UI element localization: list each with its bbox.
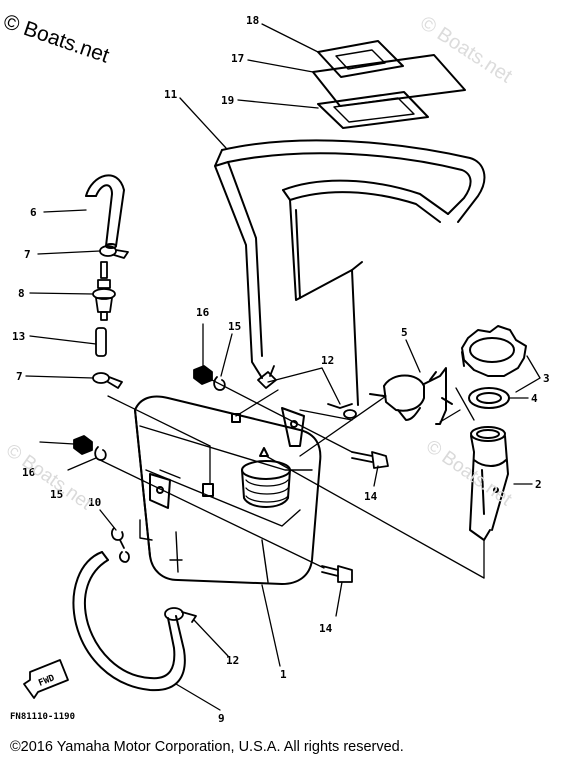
callout-11: 11	[164, 88, 178, 101]
bolt-14-upper[interactable]	[351, 451, 389, 469]
hose-clip-7-upper[interactable]	[99, 245, 129, 259]
callout-18: 18	[246, 14, 259, 27]
hose-clamp-12-upper[interactable]	[327, 403, 357, 419]
callout-8: 8	[18, 287, 25, 300]
hose-clip-7-lower[interactable]	[92, 372, 123, 389]
callout-1: 1	[280, 668, 287, 681]
check-valve-8[interactable]	[92, 261, 116, 321]
callout-6: 6	[30, 206, 37, 219]
copyright-notice: ©2016 Yamaha Motor Corporation, U.S.A. A…	[10, 739, 404, 755]
forward-arrow-icon: FWD	[23, 659, 69, 699]
grommet-15-lower[interactable]	[94, 446, 107, 461]
callout-labels: 18 17 19 11 6 7 8 13 7 16 15 12 5 3 4 2 …	[12, 14, 550, 725]
callout-14-upper: 14	[364, 490, 378, 503]
callout-16-upper: 16	[196, 306, 210, 319]
callout-7-lower: 7	[16, 370, 23, 383]
cap-gasket-4[interactable]	[468, 387, 510, 409]
nut-16-upper[interactable]	[193, 365, 213, 385]
callout-10: 10	[88, 496, 101, 509]
callout-15-upper: 15	[228, 320, 241, 333]
callout-2: 2	[535, 478, 542, 491]
leader-lines	[25, 23, 541, 711]
callout-9: 9	[218, 712, 225, 725]
vent-hose-6[interactable]	[85, 174, 125, 249]
clip-10[interactable]	[111, 527, 130, 563]
callout-17: 17	[231, 52, 244, 65]
pad-18[interactable]	[317, 40, 404, 78]
callout-15-lower: 15	[50, 488, 63, 501]
filler-neck-2[interactable]	[469, 426, 509, 541]
tank-band-11[interactable]	[214, 139, 486, 406]
callout-12-lower: 12	[226, 654, 239, 667]
callout-12-upper: 12	[321, 354, 334, 367]
tube-13[interactable]	[95, 327, 107, 357]
callout-13: 13	[12, 330, 25, 343]
callout-16-lower: 16	[22, 466, 36, 479]
pad-17[interactable]	[312, 54, 466, 107]
callout-4: 4	[531, 392, 538, 405]
callout-5: 5	[401, 326, 408, 339]
filler-cap-3[interactable]	[461, 325, 527, 377]
callout-3: 3	[543, 372, 550, 385]
pad-19[interactable]	[317, 91, 429, 129]
hose-clamp-12-lower[interactable]	[164, 607, 197, 623]
callout-19: 19	[221, 94, 234, 107]
bolt-14-lower[interactable]	[321, 565, 353, 583]
bracket-5[interactable]	[369, 367, 453, 425]
vent-fitting[interactable]	[257, 365, 277, 389]
drawing-code: FN81110-1190	[10, 712, 76, 722]
fuel-hose-9[interactable]	[72, 551, 186, 692]
callout-7-upper: 7	[24, 248, 31, 261]
nut-16-lower[interactable]	[73, 435, 93, 455]
fuel-tank-1[interactable]	[134, 395, 322, 585]
callout-14-lower: 14	[319, 622, 333, 635]
